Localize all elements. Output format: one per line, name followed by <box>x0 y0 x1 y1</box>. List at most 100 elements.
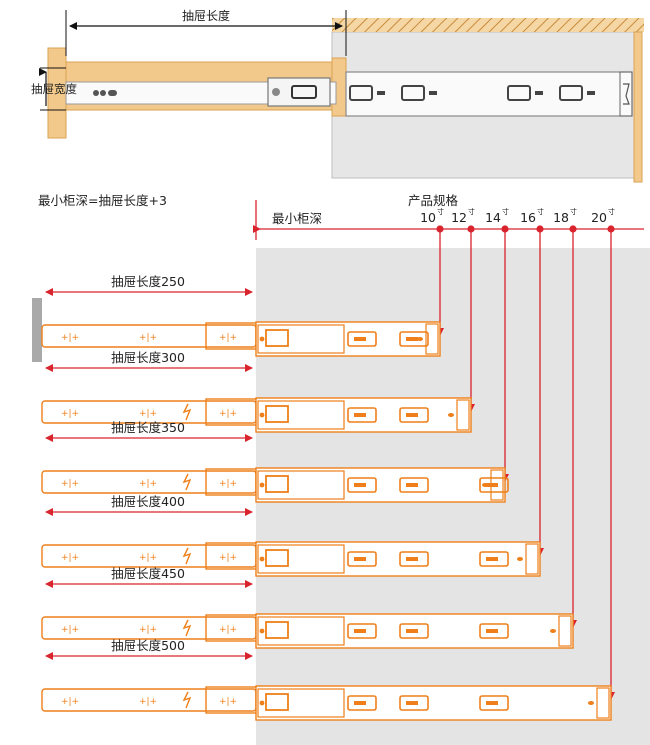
cabinet-outer-rail <box>345 71 633 117</box>
rail-slot-hole <box>347 407 377 423</box>
size-unit: 寸 <box>608 207 615 216</box>
drawer-length-label: 抽屉长度 <box>182 8 230 23</box>
rail-slot-hole <box>399 551 429 567</box>
drawer-front-wall <box>32 298 42 362</box>
size-dot <box>607 225 615 233</box>
rail-slot-hole <box>399 477 429 493</box>
rail-break-mark <box>182 473 192 491</box>
size-number: 10 <box>420 210 436 225</box>
rail-screw-mark: +|+ <box>139 625 157 635</box>
size-dot <box>467 225 475 233</box>
size-dot <box>501 225 509 233</box>
rail-screw-mark: +|+ <box>219 697 237 707</box>
cabinet-outer-rail <box>255 467 506 503</box>
rail-screw-mark: +|+ <box>139 479 157 489</box>
cabinet-side-panel <box>633 31 643 183</box>
size-unit: 寸 <box>437 207 444 216</box>
rail-screw-mark: +|+ <box>139 553 157 563</box>
size-number: 14 <box>485 210 501 225</box>
rail-screw-mark: +|+ <box>61 333 79 343</box>
rail-screw-mark: +|+ <box>219 333 237 343</box>
size-unit: 寸 <box>570 207 577 216</box>
size-number: 18 <box>553 210 569 225</box>
rail-row-3: 抽屉长度350 +|+ +|+ +|+ <box>41 420 509 503</box>
rail-slot-hole <box>399 695 429 711</box>
rail-bracket <box>265 405 289 423</box>
rail-end-stop <box>456 399 470 431</box>
min-depth-formula: 最小柜深=抽屉长度+3 <box>38 193 167 208</box>
rail-slot-hole <box>347 623 377 639</box>
rail-slot-hole <box>399 407 429 423</box>
rail-screw-mark: +|+ <box>219 625 237 635</box>
drawer-length-label: 抽屉长度350 <box>111 420 185 435</box>
size-dot <box>436 225 444 233</box>
min-depth-label: 最小柜深 <box>272 211 322 226</box>
drawer-length-label: 抽屉长度400 <box>111 494 185 509</box>
size-number: 16 <box>520 210 536 225</box>
rail-rows: 抽屉长度250+|++|++|+抽屉长度300+|++|++|+抽屉长度350+… <box>41 274 612 721</box>
spec-title: 产品规格 <box>408 193 459 208</box>
rail-row-4: 抽屉长度400 +|+ +|+ +|+ <box>41 494 541 577</box>
rail-screw-mark: +|+ <box>61 409 79 419</box>
rail-slot-hole <box>479 623 509 639</box>
rail-screw-mark: +|+ <box>219 553 237 563</box>
size-unit: 寸 <box>468 207 475 216</box>
size-number: 20 <box>591 210 607 225</box>
drawer-length-label: 抽屉长度450 <box>111 566 185 581</box>
rail-screw-mark: +|+ <box>61 625 79 635</box>
rail-break-mark <box>182 619 192 637</box>
rail-screw-mark: +|+ <box>219 479 237 489</box>
size-dot <box>569 225 577 233</box>
rail-slot-hole <box>347 331 377 347</box>
drawer-length-label: 抽屉长度300 <box>111 350 185 365</box>
cabinet-outer-rail <box>255 685 612 721</box>
cabinet-top-hatch <box>332 18 644 32</box>
rail-bracket <box>265 621 289 639</box>
rail-screw-mark: +|+ <box>61 553 79 563</box>
drawer-length-label: 抽屉长度250 <box>111 274 185 289</box>
rail-row-5: 抽屉长度450 +|+ +|+ +|+ <box>41 566 574 649</box>
rail-slot-hole <box>347 551 377 567</box>
rail-bracket <box>265 475 289 493</box>
size-number: 12 <box>451 210 467 225</box>
size-dot <box>536 225 544 233</box>
drawer-length-label: 抽屉长度500 <box>111 638 185 653</box>
rail-screw-mark: +|+ <box>139 697 157 707</box>
rail-slot-hole <box>347 695 377 711</box>
rail-row-6: 抽屉长度500+|++|++|+ <box>41 638 612 721</box>
rail-end-stop <box>596 687 610 719</box>
rail-slot-hole <box>399 331 429 347</box>
rail-end-stop <box>425 323 439 355</box>
rail-end-stop <box>558 615 572 647</box>
rail-break-mark <box>182 547 192 565</box>
rail-end-stop <box>525 543 539 575</box>
rail-slot-hole <box>479 477 509 493</box>
drawer-width-label: 抽屉宽度 <box>31 82 77 96</box>
rail-slot-hole <box>399 623 429 639</box>
rail-slot-hole <box>347 477 377 493</box>
rail-screw-mark: +|+ <box>219 409 237 419</box>
size-unit: 寸 <box>537 207 544 216</box>
rail-screw-mark: +|+ <box>61 479 79 489</box>
size-unit: 寸 <box>502 207 509 216</box>
rail-bracket <box>265 693 289 711</box>
rail-end-stop <box>490 469 504 501</box>
cabinet-rail-holes <box>349 85 583 101</box>
rail-screw-mark: +|+ <box>139 333 157 343</box>
rail-slot-hole <box>479 695 509 711</box>
rail-screw-mark: +|+ <box>139 409 157 419</box>
rail-row-1: 抽屉长度250 +|+ +|+ +|+ <box>41 274 441 357</box>
top-diagram: 抽屉长度 抽屉宽度 <box>31 8 644 183</box>
rail-break-mark <box>182 403 192 421</box>
rail-bracket <box>265 329 289 347</box>
rail-slot-hole <box>479 551 509 567</box>
rail-break-mark <box>182 691 192 709</box>
